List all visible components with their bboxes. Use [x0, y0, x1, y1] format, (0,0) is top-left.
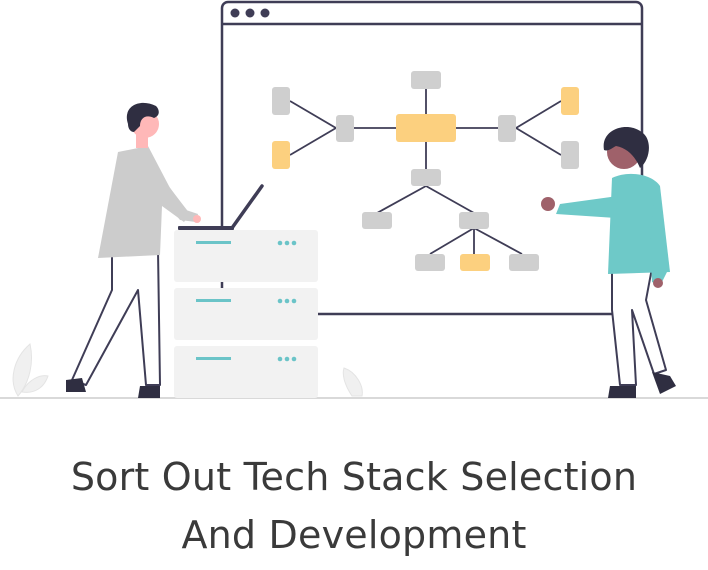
caption-line-1: Sort Out Tech Stack Selection: [70, 455, 638, 499]
flow-node: [561, 141, 579, 169]
flow-node: [459, 212, 489, 229]
plant-icon: [12, 343, 363, 397]
flow-node-center: [396, 114, 456, 142]
person-right-icon: [541, 127, 676, 398]
flow-node: [272, 141, 290, 169]
flow-node: [411, 71, 441, 89]
caption-title: Sort Out Tech Stack Selection And Develo…: [0, 448, 708, 564]
caption-line-2: And Development: [181, 513, 527, 557]
flowchart-nodes: [272, 71, 579, 271]
flow-node: [561, 87, 579, 115]
flowchart-icon: [289, 88, 562, 255]
server-rack-icon: [174, 230, 318, 398]
flow-node: [460, 254, 490, 271]
flow-node: [498, 115, 516, 142]
flow-node: [362, 212, 392, 229]
flow-node: [272, 87, 290, 115]
flow-node: [336, 115, 354, 142]
flow-node: [509, 254, 539, 271]
tech-stack-illustration: [0, 0, 708, 399]
laptop-icon: [178, 184, 264, 230]
flow-node: [411, 169, 441, 186]
person-left-icon: [66, 102, 201, 398]
flow-node: [415, 254, 445, 271]
